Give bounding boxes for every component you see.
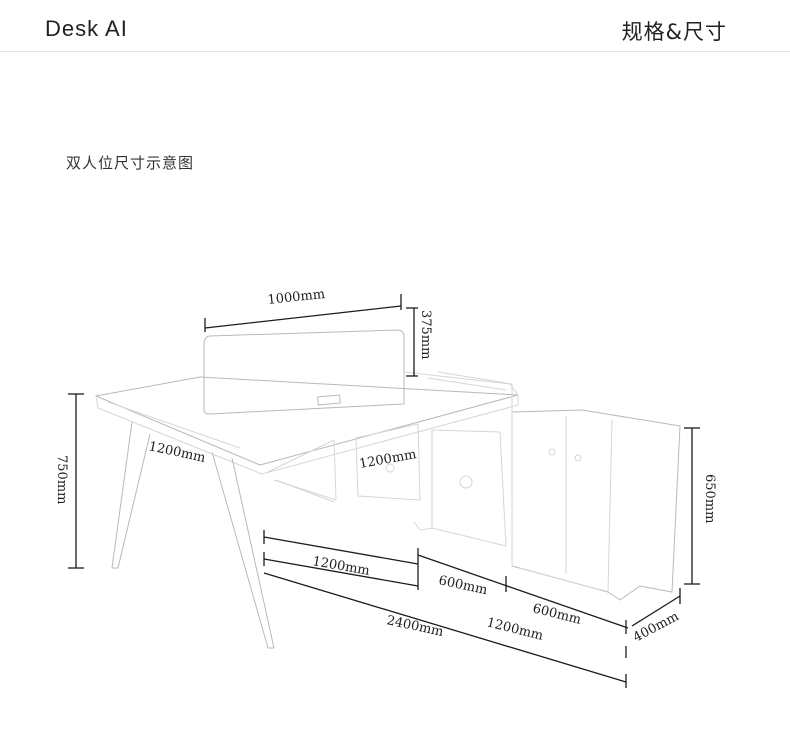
dim-cabinet-height: 650mm [702,474,717,523]
dim-base-1200: 1200mm [311,554,370,579]
dimension-lines [68,294,700,688]
side-cabinet [511,409,681,601]
dim-base-2400: 2400mm [385,613,445,640]
page-header: Desk AI 规格&尺寸 [0,0,790,52]
dim-cabinet-depth: 400mm [631,609,682,645]
left-leg [111,421,151,569]
section-title: 规格&尺寸 [621,20,727,44]
privacy-screen [203,329,405,415]
dim-screen-width: 1000mm [267,287,326,308]
dim-base-1200-right: 1200mm [485,615,545,644]
brand-title: Desk AI [45,16,128,41]
dim-desk-depth: 1200mm [147,439,207,466]
diagram-title: 双人位尺寸示意图 [66,154,195,172]
dim-desk-height: 750mm [54,455,69,504]
dim-screen-height: 375mm [418,310,433,359]
dim-desk-width: 1200mm [358,447,417,472]
desk-drawing [95,329,681,649]
desk-top-edge [95,395,519,475]
dim-base-600-b: 600mm [531,601,583,628]
front-leg [211,451,275,649]
cable-hole [317,394,341,406]
